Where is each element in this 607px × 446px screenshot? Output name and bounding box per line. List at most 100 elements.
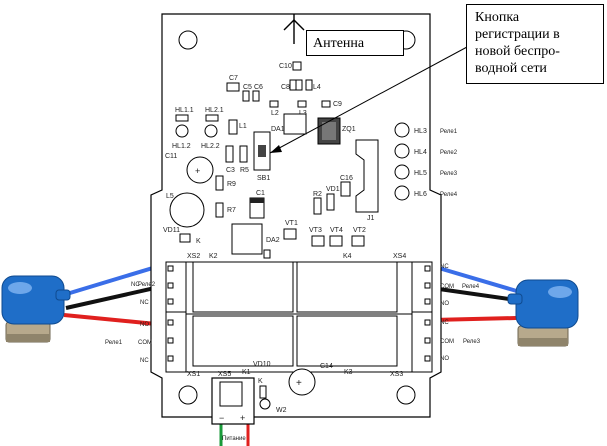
c6-part <box>252 90 260 102</box>
c10-part <box>292 61 302 71</box>
right-com-bottom: COM <box>440 339 454 345</box>
valve-right-body <box>515 279 579 329</box>
relay-k1 <box>192 315 294 367</box>
right-no-top: NO <box>440 301 449 307</box>
xs1-label: XS1 <box>187 371 200 378</box>
xs5-label: XS5 <box>218 371 231 378</box>
relay-block: XS2 K2 XS4 NC Реле2 NC NO Реле1 COM <box>105 253 481 373</box>
wires-right <box>431 264 521 322</box>
r7-part <box>215 202 224 218</box>
r9-part <box>215 175 224 191</box>
xs3-label: XS3 <box>390 371 403 378</box>
terminal-screw-l1 <box>167 265 174 272</box>
right-relay4-label: Реле4 <box>462 284 480 290</box>
c6-label: C6 <box>254 84 263 91</box>
left-no: NO <box>140 322 149 328</box>
power-label: Питание <box>222 436 246 442</box>
button-callout-pointer <box>269 39 481 154</box>
c3-part <box>225 145 234 163</box>
wire-red-left <box>63 313 167 327</box>
zq1-crystal-inner <box>322 122 336 140</box>
c11-capacitor <box>186 156 214 184</box>
valve-left-body <box>1 275 65 325</box>
l5-inductor <box>169 192 205 228</box>
c16-part <box>340 181 351 197</box>
hl6-relay-label: Реле4 <box>440 192 458 198</box>
c1-band <box>250 198 264 203</box>
callout-arrowhead <box>270 145 282 153</box>
vt1-part <box>283 228 297 240</box>
c8-part <box>289 79 297 91</box>
c7-label: C7 <box>229 75 238 82</box>
relay-k4 <box>296 261 398 313</box>
vd10-part <box>259 385 267 399</box>
r2-part <box>313 197 322 215</box>
valve-right-pipe-shade <box>518 338 568 346</box>
r2-label: R2 <box>313 191 322 198</box>
relay-k2 <box>192 261 294 313</box>
callout-line-2: регистрации в <box>475 27 560 42</box>
w2-label: W2 <box>276 407 287 414</box>
terminal-screw-r2 <box>424 282 431 289</box>
l5-label: L5 <box>166 193 174 200</box>
valve-left-pipe-shade <box>6 334 50 342</box>
vt2-part <box>351 235 365 247</box>
wires-power <box>219 424 250 446</box>
c5-label: C5 <box>243 84 252 91</box>
r5-part <box>239 145 248 163</box>
valve-right-cable <box>507 293 523 305</box>
k2-label: K2 <box>209 253 218 260</box>
l2-part <box>269 100 279 108</box>
c11-label: C11 <box>165 153 177 160</box>
c9-part <box>321 100 331 108</box>
power-section: + C11 C3 R5 SB1 R9 R7 L5 C1 VD11 K DA2 <box>163 131 280 259</box>
hl5-relay-label: Реле3 <box>440 171 458 177</box>
right-relay3-label: Реле3 <box>463 339 481 345</box>
da1-label: DA1 <box>271 126 285 133</box>
vd11-part <box>179 233 191 243</box>
r7-label: R7 <box>227 207 236 214</box>
c10-label: C10 <box>279 63 292 70</box>
wire-red-right <box>431 316 517 322</box>
xs2-label: XS2 <box>187 253 200 260</box>
left-relay2-label: Реле2 <box>138 282 156 288</box>
vt4-label: VT4 <box>330 227 343 234</box>
terminal-screw-r6 <box>424 355 431 362</box>
wire-blue-right <box>431 264 521 294</box>
hl5-led <box>394 164 410 180</box>
registration-button-callout: Кнопка регистрации в новой беспро- водно… <box>466 4 604 84</box>
c14-capacitor <box>288 368 316 396</box>
k3-label: K3 <box>344 369 353 376</box>
c11-polarity: + <box>195 166 200 176</box>
k-label-bottom: K <box>258 378 263 385</box>
callout-line-4: водной сети <box>475 61 547 76</box>
xs4-label: XS4 <box>393 253 406 260</box>
right-nc-top: NC <box>440 264 449 270</box>
antenna-arm-right <box>293 19 305 31</box>
hl4-led <box>394 143 410 159</box>
k1-label: K1 <box>242 369 251 376</box>
callout-line <box>269 39 481 154</box>
vt3-part <box>311 235 325 247</box>
hl3-led <box>394 122 410 138</box>
w2-jumper <box>259 398 271 410</box>
c8-label: C8 <box>281 84 290 91</box>
relay-indicators: HL3 Реле1 HL4 Реле2 HL5 Реле3 HL6 Реле4 <box>394 122 458 201</box>
j1-connector <box>355 139 379 213</box>
right-com-top: COM <box>440 284 454 290</box>
vt4-part <box>329 235 343 247</box>
vd1-label: VD1 <box>326 186 340 193</box>
wire-black-right <box>431 286 517 302</box>
hl3-relay-label: Реле1 <box>440 129 458 135</box>
l1-label: L1 <box>239 123 247 130</box>
terminal-block-left <box>165 261 187 373</box>
terminal-block-right <box>411 261 433 373</box>
rf-section: C10 C7 C5 C6 C8 L4 L2 L3 C9 DA1 ZQ1 <box>226 61 356 145</box>
vd11-k-label: K <box>196 238 201 245</box>
hl12-led <box>175 124 189 138</box>
c5-part <box>242 90 250 102</box>
left-nc-2: NC <box>140 300 149 306</box>
c3-label: C3 <box>226 167 235 174</box>
valve-left-cable <box>55 289 71 301</box>
